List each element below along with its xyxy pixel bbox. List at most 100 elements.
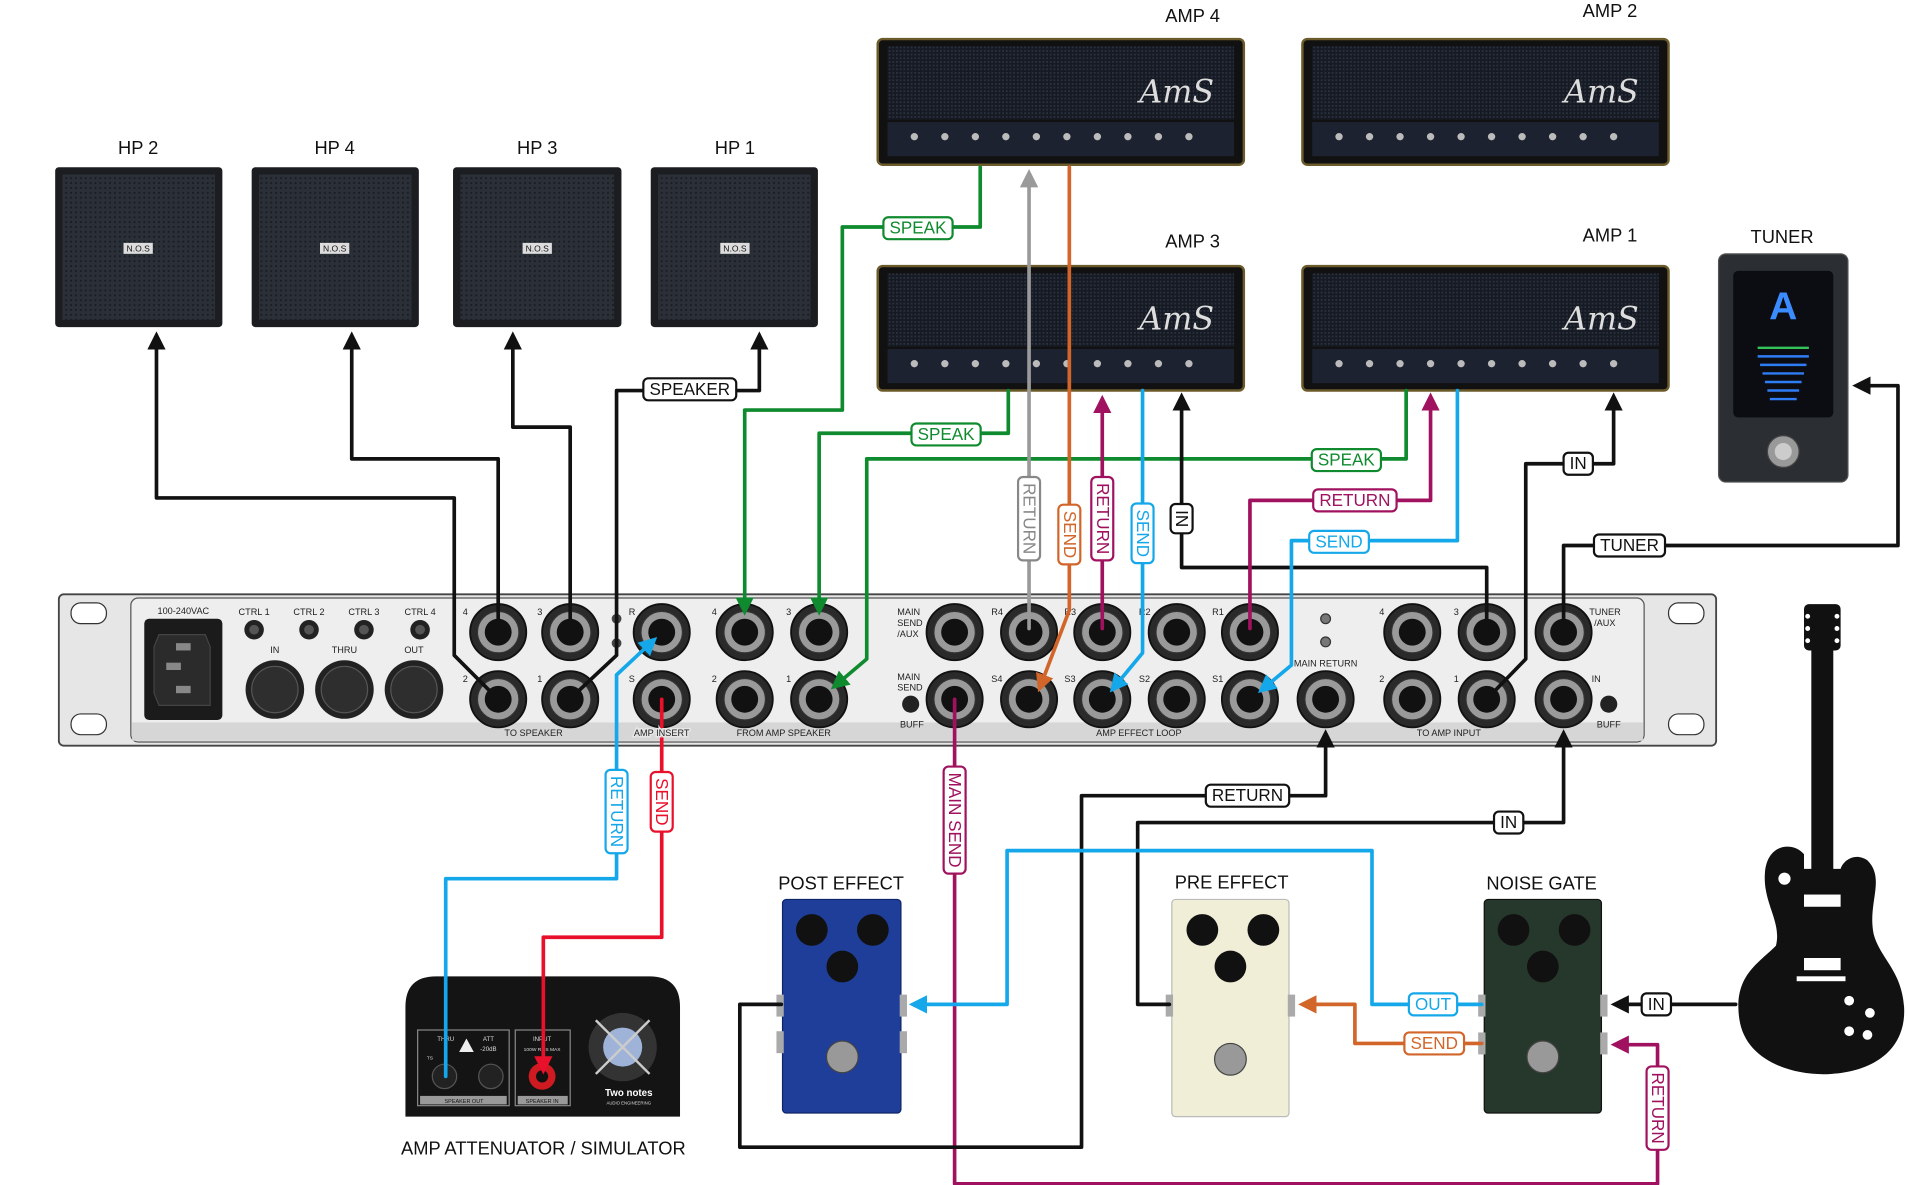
- from-amp-speaker-3-jack[interactable]: [790, 603, 849, 662]
- loop-s3-jack[interactable]: [1073, 670, 1132, 729]
- loop-r1-jack[interactable]: [1220, 603, 1279, 662]
- cable-label-box: [1204, 783, 1291, 808]
- buff-switch[interactable]: [902, 695, 920, 713]
- cable-label-text: IN: [1648, 995, 1665, 1014]
- loop-s2-jack[interactable]: [1147, 670, 1206, 729]
- rack-mount-hole: [70, 602, 108, 625]
- input-jack[interactable]: [1534, 670, 1593, 729]
- cable-label-return-amp1: RETURN: [1312, 488, 1398, 513]
- cable-label-box: [882, 216, 954, 241]
- cable-amp1-send: [1257, 388, 1460, 694]
- jack-label: 4: [463, 607, 468, 617]
- cable-label-box: [1562, 451, 1594, 476]
- midi-in-port[interactable]: [245, 660, 305, 719]
- section-label: FROM AMP SPEAKER: [737, 728, 832, 738]
- cable-amp3-send: [1109, 388, 1145, 693]
- jack-label: S4: [991, 674, 1002, 684]
- cable-hp4: [342, 331, 501, 625]
- jack-label: 1: [786, 674, 791, 684]
- jack-label: R1: [1212, 607, 1224, 617]
- jack-label: BUFF: [900, 719, 924, 729]
- cable-label-send-amp4: SEND: [1057, 503, 1082, 566]
- cable-label-box: [1492, 810, 1525, 835]
- att-label: ATT: [483, 1036, 494, 1043]
- ctrl-jack[interactable]: [354, 619, 374, 640]
- cable-tuner: [1561, 376, 1900, 634]
- jack-label: S2: [1139, 674, 1150, 684]
- cable-label-box: [1169, 502, 1194, 535]
- from-amp-speaker-4-jack[interactable]: [715, 603, 774, 662]
- cables: [147, 165, 1900, 1185]
- ctrl-jack[interactable]: [299, 619, 319, 640]
- cable-label-text: RETURN: [1212, 786, 1283, 805]
- speaker-hp3: HP 3 N.O.S: [453, 137, 622, 328]
- power-label: 100-240VAC: [157, 606, 209, 616]
- cable-label-text: RETURN: [1093, 483, 1112, 554]
- loop-r3-jack[interactable]: [1073, 603, 1132, 662]
- cable-label-box: [1312, 488, 1398, 513]
- to-amp-input-2-jack[interactable]: [1383, 670, 1442, 729]
- from-amp-speaker-2-jack[interactable]: [715, 670, 774, 729]
- footswitch-icon[interactable]: [1526, 1040, 1560, 1074]
- amp-label: AMP 1: [1583, 225, 1638, 246]
- cable-label-box: [1308, 529, 1370, 554]
- amp-3: AmS: [876, 264, 1246, 392]
- to-speaker-4-jack[interactable]: [469, 603, 528, 662]
- cable-amp1-in: [1484, 392, 1623, 702]
- cable-label-box: [942, 765, 967, 875]
- footswitch-icon[interactable]: [1213, 1042, 1247, 1076]
- speaker-hp1: HP 1 N.O.S: [650, 137, 818, 328]
- speaker-out-label: SPEAKER OUT: [445, 1099, 485, 1105]
- to-speaker-3-jack[interactable]: [541, 603, 600, 662]
- speaker-label: HP 4: [314, 137, 354, 158]
- cable-label-main-send: MAIN SEND: [942, 765, 967, 875]
- speaker-in-strip: [517, 1095, 568, 1105]
- to-amp-input-4-jack[interactable]: [1383, 603, 1442, 662]
- ctrl-label: CTRL 2: [293, 607, 324, 617]
- jack-label: /AUX: [1594, 618, 1615, 628]
- amp-label: AMP 4: [1165, 5, 1220, 26]
- cable-label-text: SPEAK: [918, 425, 976, 444]
- main-return-jack[interactable]: [1296, 670, 1355, 729]
- loop-r4-jack[interactable]: [1000, 603, 1059, 662]
- cable-label-text: SEND: [1410, 1034, 1457, 1053]
- midi-out-port[interactable]: [384, 660, 444, 719]
- rack-mount-hole: [70, 713, 108, 736]
- post-effect-pedal: [776, 898, 908, 1114]
- jack-label: S1: [1212, 674, 1223, 684]
- cable-label-in-main: IN: [1492, 810, 1525, 835]
- section-label: TO AMP INPUT: [1417, 728, 1482, 738]
- cable-label-box: [604, 768, 629, 855]
- loop-s4-jack[interactable]: [1000, 670, 1059, 729]
- cable-label-in-amp1: IN: [1562, 451, 1594, 476]
- section-label: MAIN RETURN: [1294, 658, 1357, 668]
- section-label: TO SPEAKER: [504, 728, 563, 738]
- amp-logo: AmS: [1561, 75, 1639, 111]
- jack-label: 2: [463, 674, 468, 684]
- loop-r2-jack[interactable]: [1147, 603, 1206, 662]
- from-amp-speaker-1-jack[interactable]: [790, 670, 849, 729]
- ctrl-jack[interactable]: [410, 619, 430, 640]
- tuner-label: TUNER: [1751, 226, 1814, 247]
- jack-label: R4: [991, 607, 1003, 617]
- speaker-hp4: HP 4 N.O.S: [251, 137, 419, 328]
- attenuator-label: AMP ATTENUATOR / SIMULATOR: [401, 1137, 686, 1158]
- jack-label: SEND: [897, 618, 923, 628]
- jack-label: MAIN: [897, 672, 920, 682]
- rack-mount-hole: [1667, 602, 1705, 625]
- midi-thru-port[interactable]: [315, 660, 374, 719]
- ctrl-jack[interactable]: [244, 619, 264, 640]
- cable-label-box: [1057, 503, 1082, 566]
- loop-s1-jack[interactable]: [1220, 670, 1279, 729]
- jack-label: IN: [1592, 674, 1601, 684]
- cable-amp4-speak: [735, 165, 983, 616]
- footswitch-icon[interactable]: [825, 1040, 859, 1074]
- buff-switch[interactable]: [1600, 695, 1618, 713]
- cable-gate-out: [908, 848, 1484, 1014]
- cable-label-box: [1407, 992, 1459, 1017]
- cable-label-speak-amp4: SPEAK: [882, 216, 954, 241]
- att-jack[interactable]: [478, 1063, 504, 1090]
- main-send-aux-jack[interactable]: [925, 603, 984, 662]
- jack-label: S: [629, 674, 635, 684]
